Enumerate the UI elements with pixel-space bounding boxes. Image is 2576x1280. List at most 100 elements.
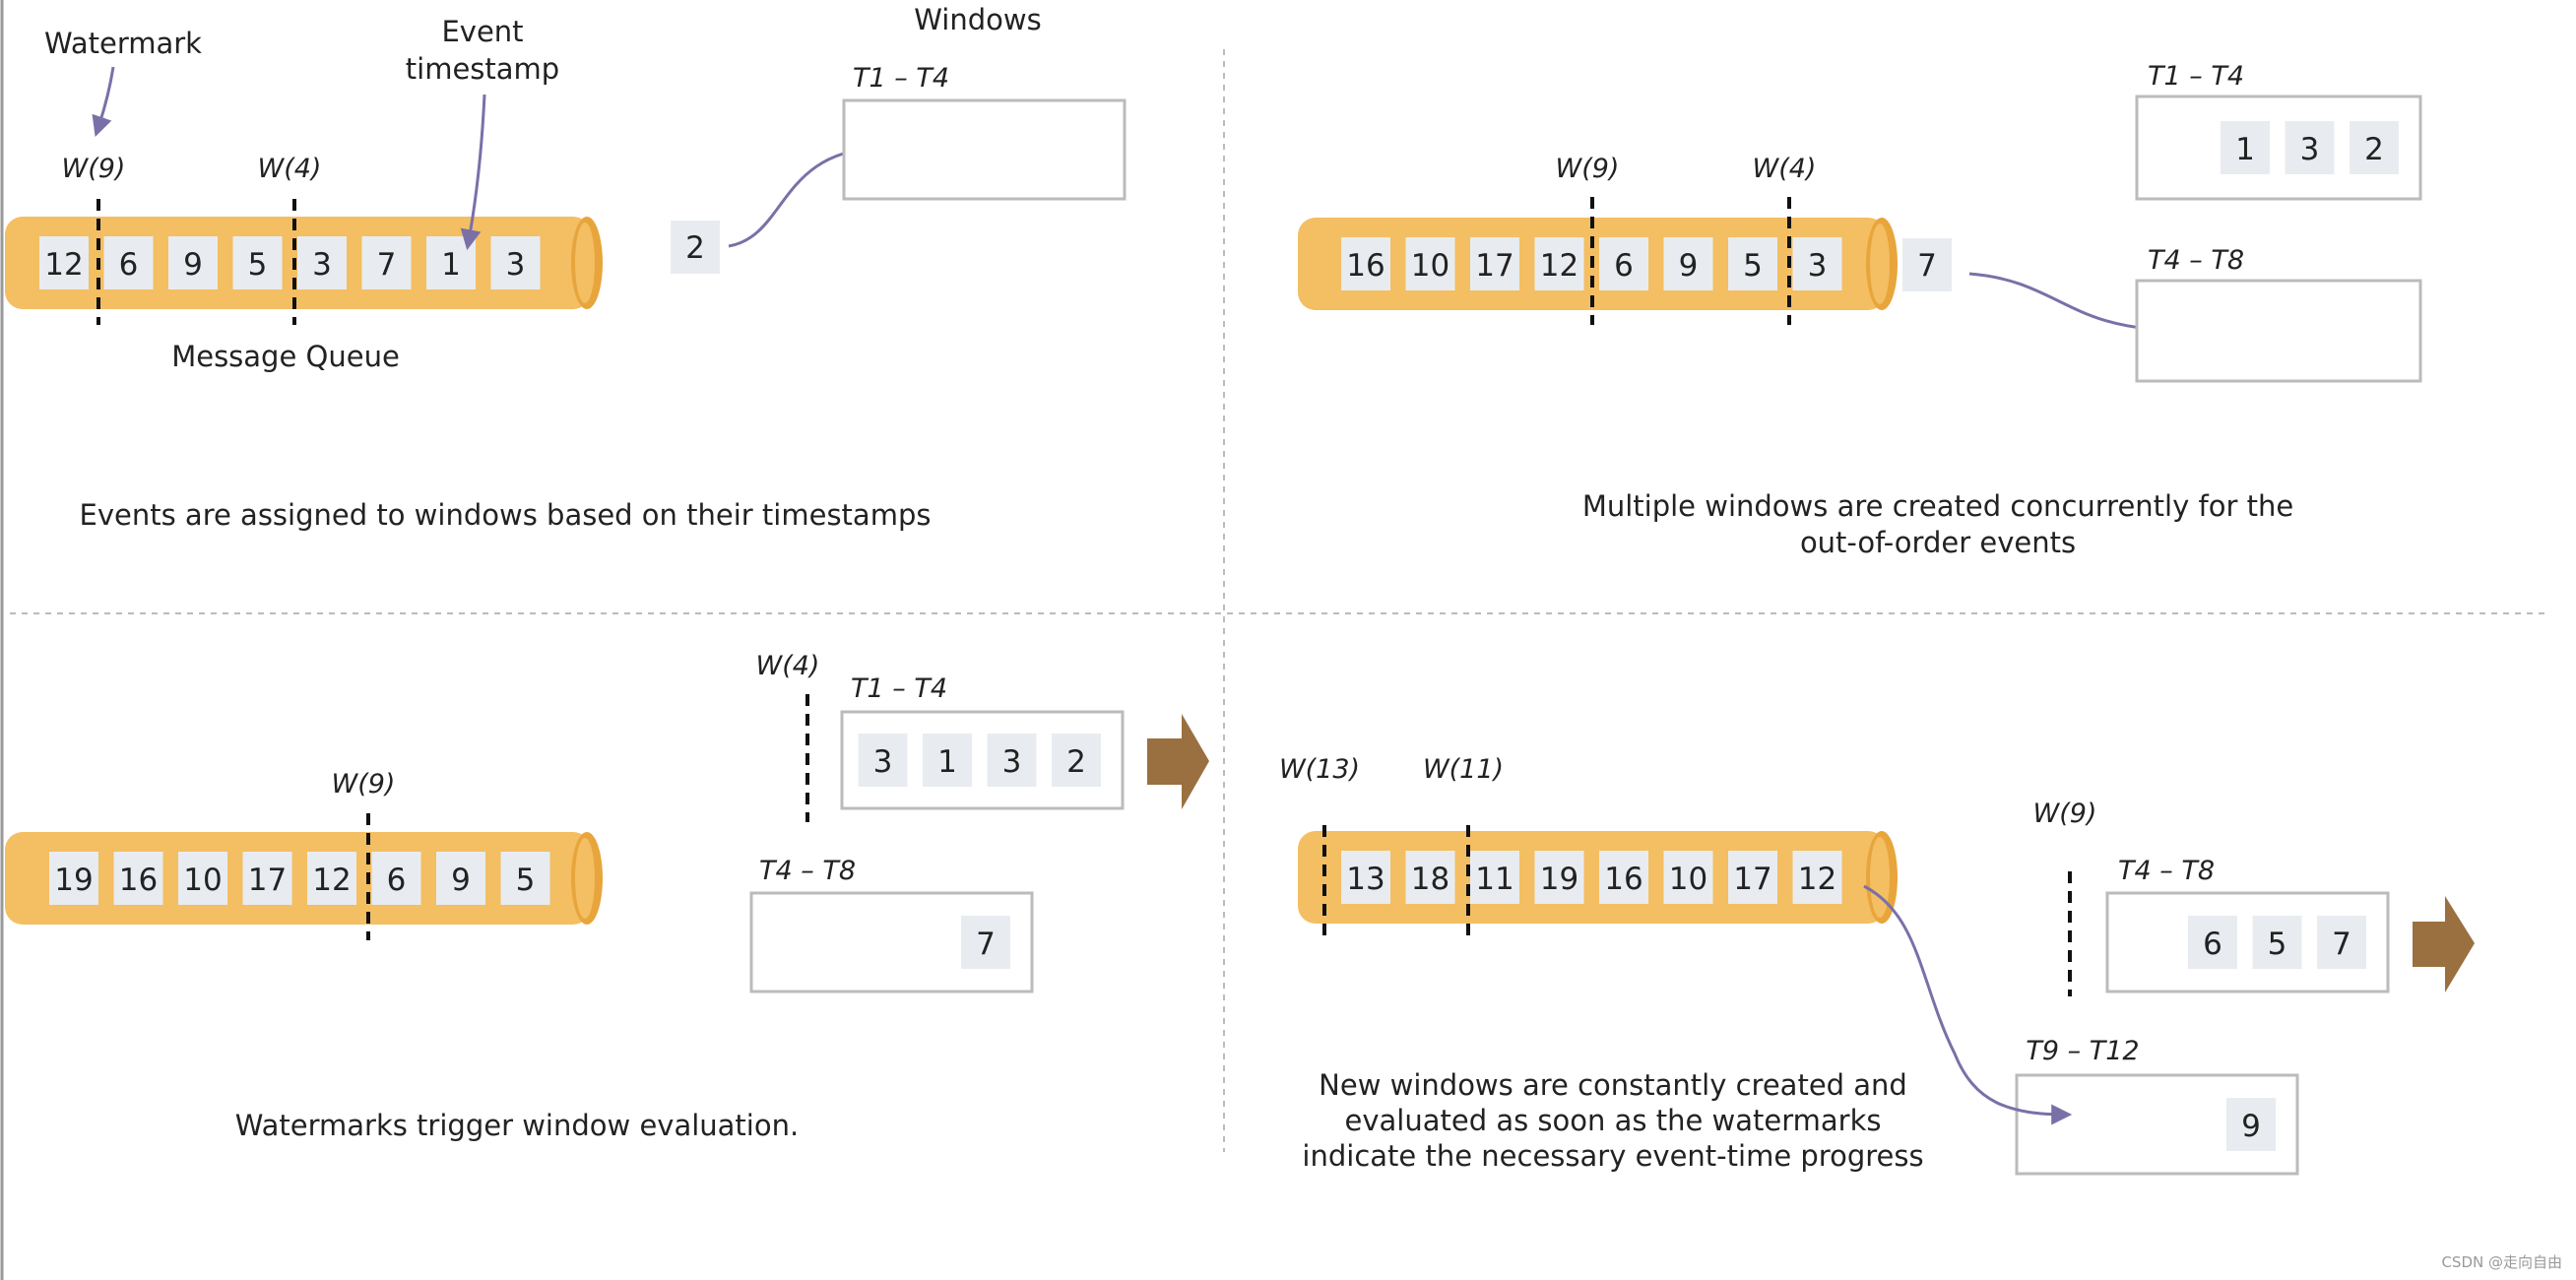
- caption-q2-line2: out-of-order events: [1800, 526, 2076, 559]
- queue-event-cell: [307, 852, 356, 905]
- queue-event-cell: [1470, 851, 1519, 904]
- window-event-value: 2: [2364, 132, 2384, 167]
- caption-q1: Events are assigned to windows based on …: [80, 498, 932, 532]
- window-event-cell: [2226, 1098, 2276, 1151]
- queue-event-value: 16: [1604, 862, 1642, 897]
- queue-event-value: 17: [1475, 248, 1513, 284]
- window-t9-t12: T9 – T12 9: [2015, 1036, 2299, 1176]
- queue-event-value: 17: [248, 863, 287, 898]
- watermark-label: W(4): [258, 154, 322, 184]
- watermark-label: W(9): [332, 769, 396, 800]
- queue-event-cell: [242, 852, 292, 905]
- window-event-value: 1: [2235, 132, 2255, 167]
- queue-event-cell: [1341, 237, 1390, 290]
- window-box: [2135, 279, 2422, 383]
- caption-q4-line1: New windows are constantly created and: [1319, 1068, 1907, 1102]
- queue-event-value: 9: [1679, 248, 1699, 284]
- incoming-event-value: 2: [685, 230, 705, 266]
- queue-event-value: 5: [248, 247, 268, 283]
- window-event-cell: [2317, 916, 2366, 969]
- caption-q4-line2: evaluated as soon as the watermarks: [1345, 1104, 1882, 1137]
- queue-event-value: 12: [1798, 862, 1836, 897]
- incoming-event-cell: [671, 221, 720, 274]
- queue-event-value: 19: [1540, 862, 1578, 897]
- window-event-value: 6: [2203, 927, 2222, 962]
- emitted-watermark: W(9): [2033, 799, 2097, 996]
- caption-q4-line3: indicate the necessary event-time progre…: [1302, 1139, 1923, 1173]
- queue-event-cell: [1599, 237, 1648, 290]
- window-event-value: 9: [2241, 1109, 2261, 1144]
- queue-event-cell: [1534, 237, 1584, 290]
- queue-event-value: 3: [312, 247, 332, 283]
- window-t4-t8: T4 – T8 7: [749, 856, 1034, 993]
- evaluate-arrow-icon: [1147, 714, 1209, 809]
- queue-event-value: 11: [1475, 862, 1513, 897]
- window-event-cell: [2188, 916, 2237, 969]
- window-event-value: 3: [2300, 132, 2320, 167]
- queue-event-cell: [178, 852, 227, 905]
- queue-event-value: 3: [506, 247, 526, 283]
- window-label: T4 – T8: [2148, 245, 2244, 276]
- queue-event-cell: [1405, 237, 1455, 290]
- queue-event-cell: [1663, 851, 1713, 904]
- watermark-label: W(4): [1753, 154, 1817, 184]
- queue-event-value: 12: [1540, 248, 1578, 284]
- caption-q3: Watermarks trigger window evaluation.: [235, 1109, 799, 1142]
- window-event-cell: [987, 734, 1037, 787]
- queue-event-cell: [1792, 237, 1842, 290]
- tube-opening: [1870, 224, 1890, 304]
- window-event-cell: [858, 734, 908, 787]
- queue-event-cell: [436, 852, 485, 905]
- queue-event-value: 6: [387, 863, 407, 898]
- queue-event-value: 6: [119, 247, 139, 283]
- queue-event-cell: [297, 236, 347, 289]
- queue-event-value: 13: [1346, 862, 1385, 897]
- window-event-value: 2: [1066, 744, 1086, 780]
- window-event-value: 7: [976, 927, 996, 962]
- queue-event-value: 9: [183, 247, 203, 283]
- queue-event-cell: [1728, 237, 1777, 290]
- queue-event-cell: [113, 852, 163, 905]
- window-box: [842, 98, 1127, 201]
- queue-event-value: 5: [1743, 248, 1763, 284]
- window-event-value: 3: [873, 744, 893, 780]
- incoming-event-value: 7: [1917, 248, 1937, 284]
- tube-opening: [1870, 837, 1890, 918]
- window-label: T1 – T4: [851, 673, 947, 704]
- footer-credit: CSDN @走向自由: [2441, 1253, 2562, 1271]
- watermark-label: Watermark: [44, 27, 202, 60]
- watermark-label: W(9): [2033, 799, 2097, 829]
- queue-event-value: 6: [1614, 248, 1634, 284]
- queue-event-cell: [39, 236, 89, 289]
- window-label: T4 – T8: [759, 856, 856, 886]
- queue-event-value: 1: [441, 247, 461, 283]
- queue-event-value: 3: [1808, 248, 1828, 284]
- event-timestamp-pointer: [460, 94, 486, 251]
- queue-event-value: 12: [44, 247, 83, 283]
- evaluate-arrow-icon: [2413, 896, 2475, 992]
- queue-event-cell: [1341, 851, 1390, 904]
- queue-event-value: 10: [183, 863, 222, 898]
- queue-event-value: 17: [1733, 862, 1771, 897]
- queue-event-cell: [49, 852, 98, 905]
- queue-event-cell: [490, 236, 541, 289]
- queue-event-value: 10: [1669, 862, 1707, 897]
- watermark-label: W(13): [1279, 754, 1360, 785]
- window-label: T4 – T8: [2118, 856, 2215, 886]
- queue-event-cell: [371, 852, 421, 905]
- window-event-value: 3: [1002, 744, 1022, 780]
- window-event-value: 5: [2268, 927, 2287, 962]
- queue-event-value: 16: [119, 863, 158, 898]
- incoming-event: 7: [1902, 238, 1952, 291]
- window-event-cell: [2221, 121, 2270, 174]
- queue-event-value: 16: [1346, 248, 1385, 284]
